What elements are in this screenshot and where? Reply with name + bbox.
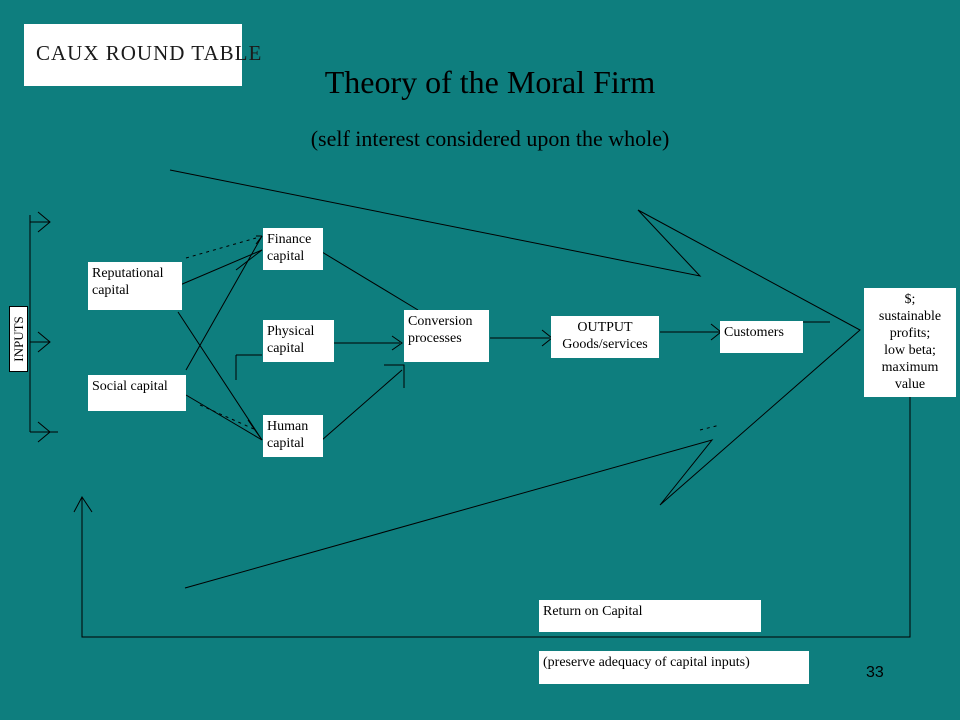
slide-title: Theory of the Moral Firm	[324, 64, 656, 100]
logo-text: CAUX ROUND TABLE	[36, 41, 263, 65]
inputs-label-box: INPUTS	[9, 306, 28, 372]
result-box: $; sustainable profits; low beta; maximu…	[864, 288, 956, 397]
output-box: OUTPUT Goods/services	[551, 316, 659, 358]
customers-box: Customers	[720, 321, 803, 353]
conversion-processes-box: Conversion processes	[404, 310, 489, 362]
physical-capital-box: Physical capital	[263, 320, 334, 362]
inputs-label: INPUTS	[10, 316, 26, 362]
social-capital-box: Social capital	[88, 375, 186, 411]
slide-subtitle: (self interest considered upon the whole…	[310, 126, 670, 151]
reputational-capital-box: Reputational capital	[88, 262, 182, 310]
page-number: 33	[866, 664, 884, 681]
human-capital-box: Human capital	[263, 415, 323, 457]
preserve-adequacy-box: (preserve adequacy of capital inputs)	[539, 651, 809, 684]
finance-capital-box: Finance capital	[263, 228, 323, 270]
caux-round-table-logo: CAUX ROUND TABLE	[24, 24, 261, 86]
big-arrow-outline	[169, 169, 861, 589]
return-on-capital-box: Return on Capital	[539, 600, 761, 632]
